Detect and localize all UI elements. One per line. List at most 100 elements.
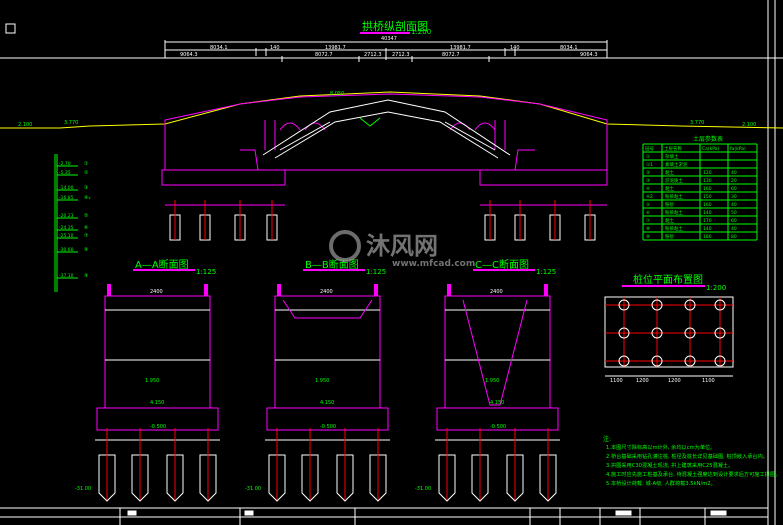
soil-layer-number: ⑤	[84, 213, 88, 219]
dim-label-row1: 140	[270, 45, 280, 51]
pile-circle	[651, 327, 663, 339]
soil-layer-number: ①	[84, 161, 89, 167]
soil-layer-number: ④₂	[84, 195, 91, 201]
road-profile-line	[0, 91, 783, 129]
road-elev-left2: 3.770	[64, 120, 78, 126]
railing-post	[277, 284, 281, 296]
railing-post	[107, 284, 111, 296]
section-elev-pile: -31.00	[75, 486, 91, 492]
table-cell: ③	[646, 178, 650, 184]
table-cell: 140	[703, 226, 712, 232]
dim-label-row1: 8034.1	[210, 45, 228, 51]
soil-layer-number: ⑨	[84, 273, 88, 279]
table-cell: 粉砂	[665, 201, 674, 208]
elevation-title-scale: 1:200	[411, 28, 431, 36]
pile-circle	[714, 299, 726, 311]
corner-marker	[5, 23, 16, 34]
table-cell: 粉质粘土	[665, 209, 683, 216]
section-elev-mid: 1.950	[315, 378, 329, 384]
pile-plan-dim: 1200	[668, 378, 681, 384]
table-cell: 30	[731, 194, 737, 200]
table-cell: 粉质粘土	[665, 193, 683, 200]
table-cell: 60	[731, 218, 737, 224]
pile	[268, 454, 286, 502]
table-cell: 杂填土	[665, 153, 679, 160]
section-body	[104, 295, 211, 409]
pile	[131, 454, 149, 502]
pile	[199, 454, 217, 502]
table-cell: 粉砂	[665, 233, 674, 240]
table-cell: ④	[646, 186, 650, 192]
soil-elevation: -37.10	[59, 273, 74, 279]
railing-post	[374, 284, 378, 296]
section-body	[274, 295, 381, 409]
section-width: 2400	[490, 289, 503, 295]
main-piles	[169, 200, 596, 241]
dim-label-row1: 8034.1	[560, 45, 578, 51]
section-elev-mid: 1.950	[485, 378, 499, 384]
note-item: 5.本桥设计荷载: 城-A级, 人群荷载3.5kN/m2。	[606, 479, 716, 487]
section-elev-pile: -31.00	[415, 486, 431, 492]
soil-column	[54, 154, 58, 292]
note-item: 1.本图尺寸除标高以m计外, 余均以cm为单位。	[606, 443, 715, 451]
note-item: 2.桥台基础采用钻孔灌注桩, 桩径及桩长详见基础图, 桩顶嵌入承台内。	[606, 452, 768, 460]
table-cell: ⑤	[646, 202, 650, 208]
table-cell: 40	[731, 170, 737, 176]
soil-elevation: -25.10	[59, 233, 74, 239]
dim-label-row1: 13981.7	[450, 45, 471, 51]
road-elev-right: 3.770	[690, 120, 704, 126]
soil-elevation: -14.00	[59, 185, 74, 191]
road-elev-right2: 2.100	[742, 122, 756, 128]
soil-layer-number: ⑦	[84, 233, 89, 239]
table-cell: 160	[703, 202, 712, 208]
pile-cap	[266, 407, 389, 431]
table-cell: 60	[731, 186, 737, 192]
table-cell: 素填土淤泥	[665, 161, 688, 168]
pile	[301, 454, 319, 502]
table-cell: ①1	[646, 162, 653, 168]
table-cell: ④2	[646, 194, 653, 200]
table-cell: 40	[731, 226, 737, 232]
pile-circle	[651, 299, 663, 311]
section-scale: 1:125	[196, 268, 216, 276]
table-cell: 淤泥质土	[665, 177, 683, 184]
table-cell: ⑨	[646, 234, 650, 240]
table-cell: 150	[703, 194, 712, 200]
table-header: 层号	[645, 146, 654, 152]
table-cell: 粘土	[665, 169, 674, 176]
railing-post	[447, 284, 451, 296]
table-cell: 粘土	[665, 185, 674, 192]
table-cell: ②	[646, 170, 650, 176]
soil-layer-number: ②	[84, 170, 89, 176]
table-header: 土层名称	[664, 145, 682, 152]
section-elev-pile: -31.00	[245, 486, 261, 492]
soil-layer-number: ⑥	[84, 225, 89, 231]
pile-plan-scale: 1:200	[706, 284, 726, 292]
section-width: 2400	[150, 289, 163, 295]
pile-circle	[651, 355, 663, 367]
soil-elevation: -24.35	[59, 225, 74, 231]
pile	[539, 454, 557, 502]
arch-annotation	[359, 117, 381, 127]
soil-layer-number: ⑧	[84, 247, 89, 253]
pile-cap-outline	[604, 296, 734, 368]
railing-post	[544, 284, 548, 296]
dim-label-row1: 13981.7	[325, 45, 346, 51]
table-cell: ⑧	[646, 226, 650, 232]
section-scale: 1:125	[536, 268, 556, 276]
elevation-title: 拱桥纵剖面图	[362, 19, 428, 33]
crown-elev: 8.050	[330, 91, 344, 97]
table-header: Ca(kPa)	[702, 146, 720, 152]
pile-cap	[436, 407, 559, 431]
dim-label-row2: 2712.3	[364, 52, 382, 58]
dim-label-row2: 9064.3	[580, 52, 598, 58]
soil-elevation: -5.35	[59, 170, 71, 176]
road-elev-left: 2.100	[18, 122, 32, 128]
dim-label-row2: 9064.3	[180, 52, 198, 58]
table-cell: 140	[703, 210, 712, 216]
